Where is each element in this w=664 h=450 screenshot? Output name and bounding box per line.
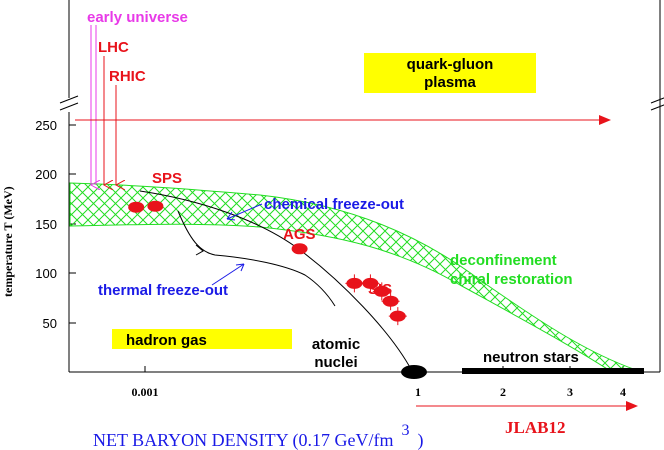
neutron-stars-bar xyxy=(462,368,644,374)
x-tick-3: 3 xyxy=(567,385,573,399)
qgp-label-line2: plasma xyxy=(424,74,476,91)
x-tick-4: 4 xyxy=(620,385,626,399)
thermal-freezeout-pointer xyxy=(211,263,245,286)
chemical-freezeout-label: chemical freeze-out xyxy=(264,196,404,213)
x-axis-label: NET BARYON DENSITY (0.17 GeV/fm 3) xyxy=(93,422,423,450)
x-axis-label-main: NET BARYON DENSITY (0.17 GeV/fm xyxy=(93,430,393,450)
chiral-restoration-label: chiral restoration xyxy=(450,271,573,288)
x-tick-2: 2 xyxy=(500,385,506,399)
qgp-box xyxy=(364,53,536,93)
atomic-nuclei-label-line2: nuclei xyxy=(314,354,357,371)
y-axis-label: temperature T (MeV) xyxy=(1,186,15,297)
data-point-ags-2 xyxy=(291,243,308,255)
hadron-gas-label: hadron gas xyxy=(126,332,207,349)
y-tick-250: 250 xyxy=(35,118,57,133)
error-bar-3 xyxy=(345,274,364,293)
lhc-label: LHC xyxy=(98,39,129,56)
error-bar-6 xyxy=(381,292,400,311)
data-point-sps-1 xyxy=(147,200,164,212)
chemical-freezeout-pointer xyxy=(226,203,263,220)
deconfinement-label: deconfinement xyxy=(450,252,557,269)
y-tick-200: 200 xyxy=(35,167,57,182)
y-tick-100: 100 xyxy=(35,266,57,281)
thermal-freezeout-curve xyxy=(177,210,336,307)
x-axis-label-sup: 3 xyxy=(401,422,409,439)
sps-label: SPS xyxy=(152,170,182,187)
error-bar-5 xyxy=(372,282,391,301)
x-tick-1: 1 xyxy=(415,385,421,399)
x-axis-label-close: ) xyxy=(417,430,423,450)
sis-label: SIS xyxy=(368,281,392,298)
y-tick-150: 150 xyxy=(35,217,57,232)
atomic-nuclei-marker xyxy=(401,365,427,379)
hadron-gas-box xyxy=(112,329,292,349)
qgp-label-line1: quark-gluon xyxy=(407,56,494,73)
thermal-freezeout-arrow-tick xyxy=(195,244,204,256)
y-tick-50: 50 xyxy=(43,316,57,331)
thermal-freezeout-label: thermal freeze-out xyxy=(98,282,228,299)
jlab12-label: JLAB12 xyxy=(505,418,565,437)
rhic-label: RHIC xyxy=(109,68,146,85)
neutron-stars-label: neutron stars xyxy=(483,349,579,366)
error-bar-4 xyxy=(361,274,380,293)
data-point-sps-0 xyxy=(128,201,145,213)
data-points xyxy=(128,200,407,326)
x-tick-0001: 0.001 xyxy=(132,385,159,399)
error-bar-7 xyxy=(388,307,407,326)
axes xyxy=(59,0,664,373)
ags-label: AGS xyxy=(283,226,316,243)
atomic-nuclei-label-line1: atomic xyxy=(312,336,360,353)
early-universe-label: early universe xyxy=(87,9,188,26)
